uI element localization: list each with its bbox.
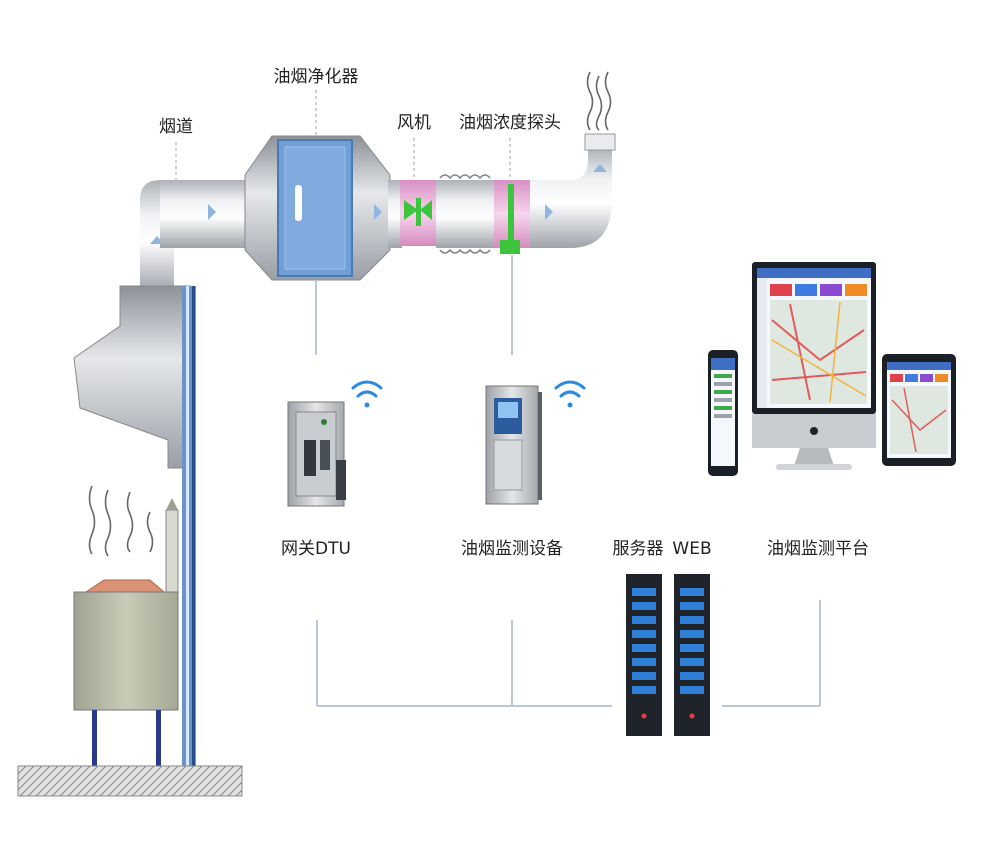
stove-body bbox=[73, 591, 179, 711]
duct-system bbox=[140, 71, 616, 292]
stove-chimney bbox=[165, 509, 179, 593]
fan-blade-icon bbox=[404, 200, 418, 220]
ground bbox=[17, 765, 243, 797]
label-purifier: 油烟净化器 bbox=[274, 67, 359, 87]
flow-arrow-1 bbox=[208, 204, 216, 220]
stove-leg-right bbox=[156, 710, 161, 768]
label-monitor-device: 油烟监测设备 bbox=[461, 539, 563, 559]
flow-arrow-3 bbox=[545, 204, 553, 220]
hood-body bbox=[73, 285, 191, 469]
outlet-cap bbox=[584, 133, 616, 151]
outlet-duct bbox=[530, 148, 612, 248]
bellows-section bbox=[436, 180, 494, 248]
probe-rod bbox=[508, 184, 514, 246]
cooking-stove bbox=[17, 485, 243, 797]
wifi-icon bbox=[351, 380, 383, 408]
stove-leg-left bbox=[92, 710, 97, 768]
flow-arrow-2 bbox=[374, 204, 382, 220]
server-rack-left bbox=[626, 574, 662, 736]
gateway-dtu-device bbox=[287, 401, 346, 507]
label-server: 服务器 bbox=[613, 539, 664, 559]
label-probe: 油烟浓度探头 bbox=[459, 113, 561, 133]
stove-smoke bbox=[88, 485, 154, 557]
label-flue: 烟道 bbox=[159, 117, 193, 137]
flue-duct bbox=[160, 180, 250, 248]
label-gateway: 网关DTU bbox=[281, 539, 351, 559]
smartphone bbox=[708, 350, 738, 476]
wifi-icon bbox=[554, 380, 586, 408]
label-fan: 风机 bbox=[397, 113, 431, 133]
server-rack-right bbox=[674, 574, 710, 736]
bellows-ribs bbox=[439, 174, 491, 254]
network-lines bbox=[315, 255, 821, 707]
purifier-handle bbox=[295, 185, 302, 221]
label-platform: 油烟监测平台 bbox=[767, 539, 869, 559]
label-web: WEB bbox=[672, 539, 711, 559]
flow-arrow-up-outlet bbox=[593, 164, 607, 172]
monitor-device bbox=[485, 385, 542, 505]
range-hood bbox=[73, 285, 196, 766]
leader-lines bbox=[175, 90, 511, 180]
desktop-monitor bbox=[752, 262, 876, 470]
tablet bbox=[882, 354, 956, 466]
exhaust-smoke bbox=[586, 71, 612, 131]
probe-base bbox=[500, 240, 520, 254]
wok-pan bbox=[84, 579, 166, 593]
